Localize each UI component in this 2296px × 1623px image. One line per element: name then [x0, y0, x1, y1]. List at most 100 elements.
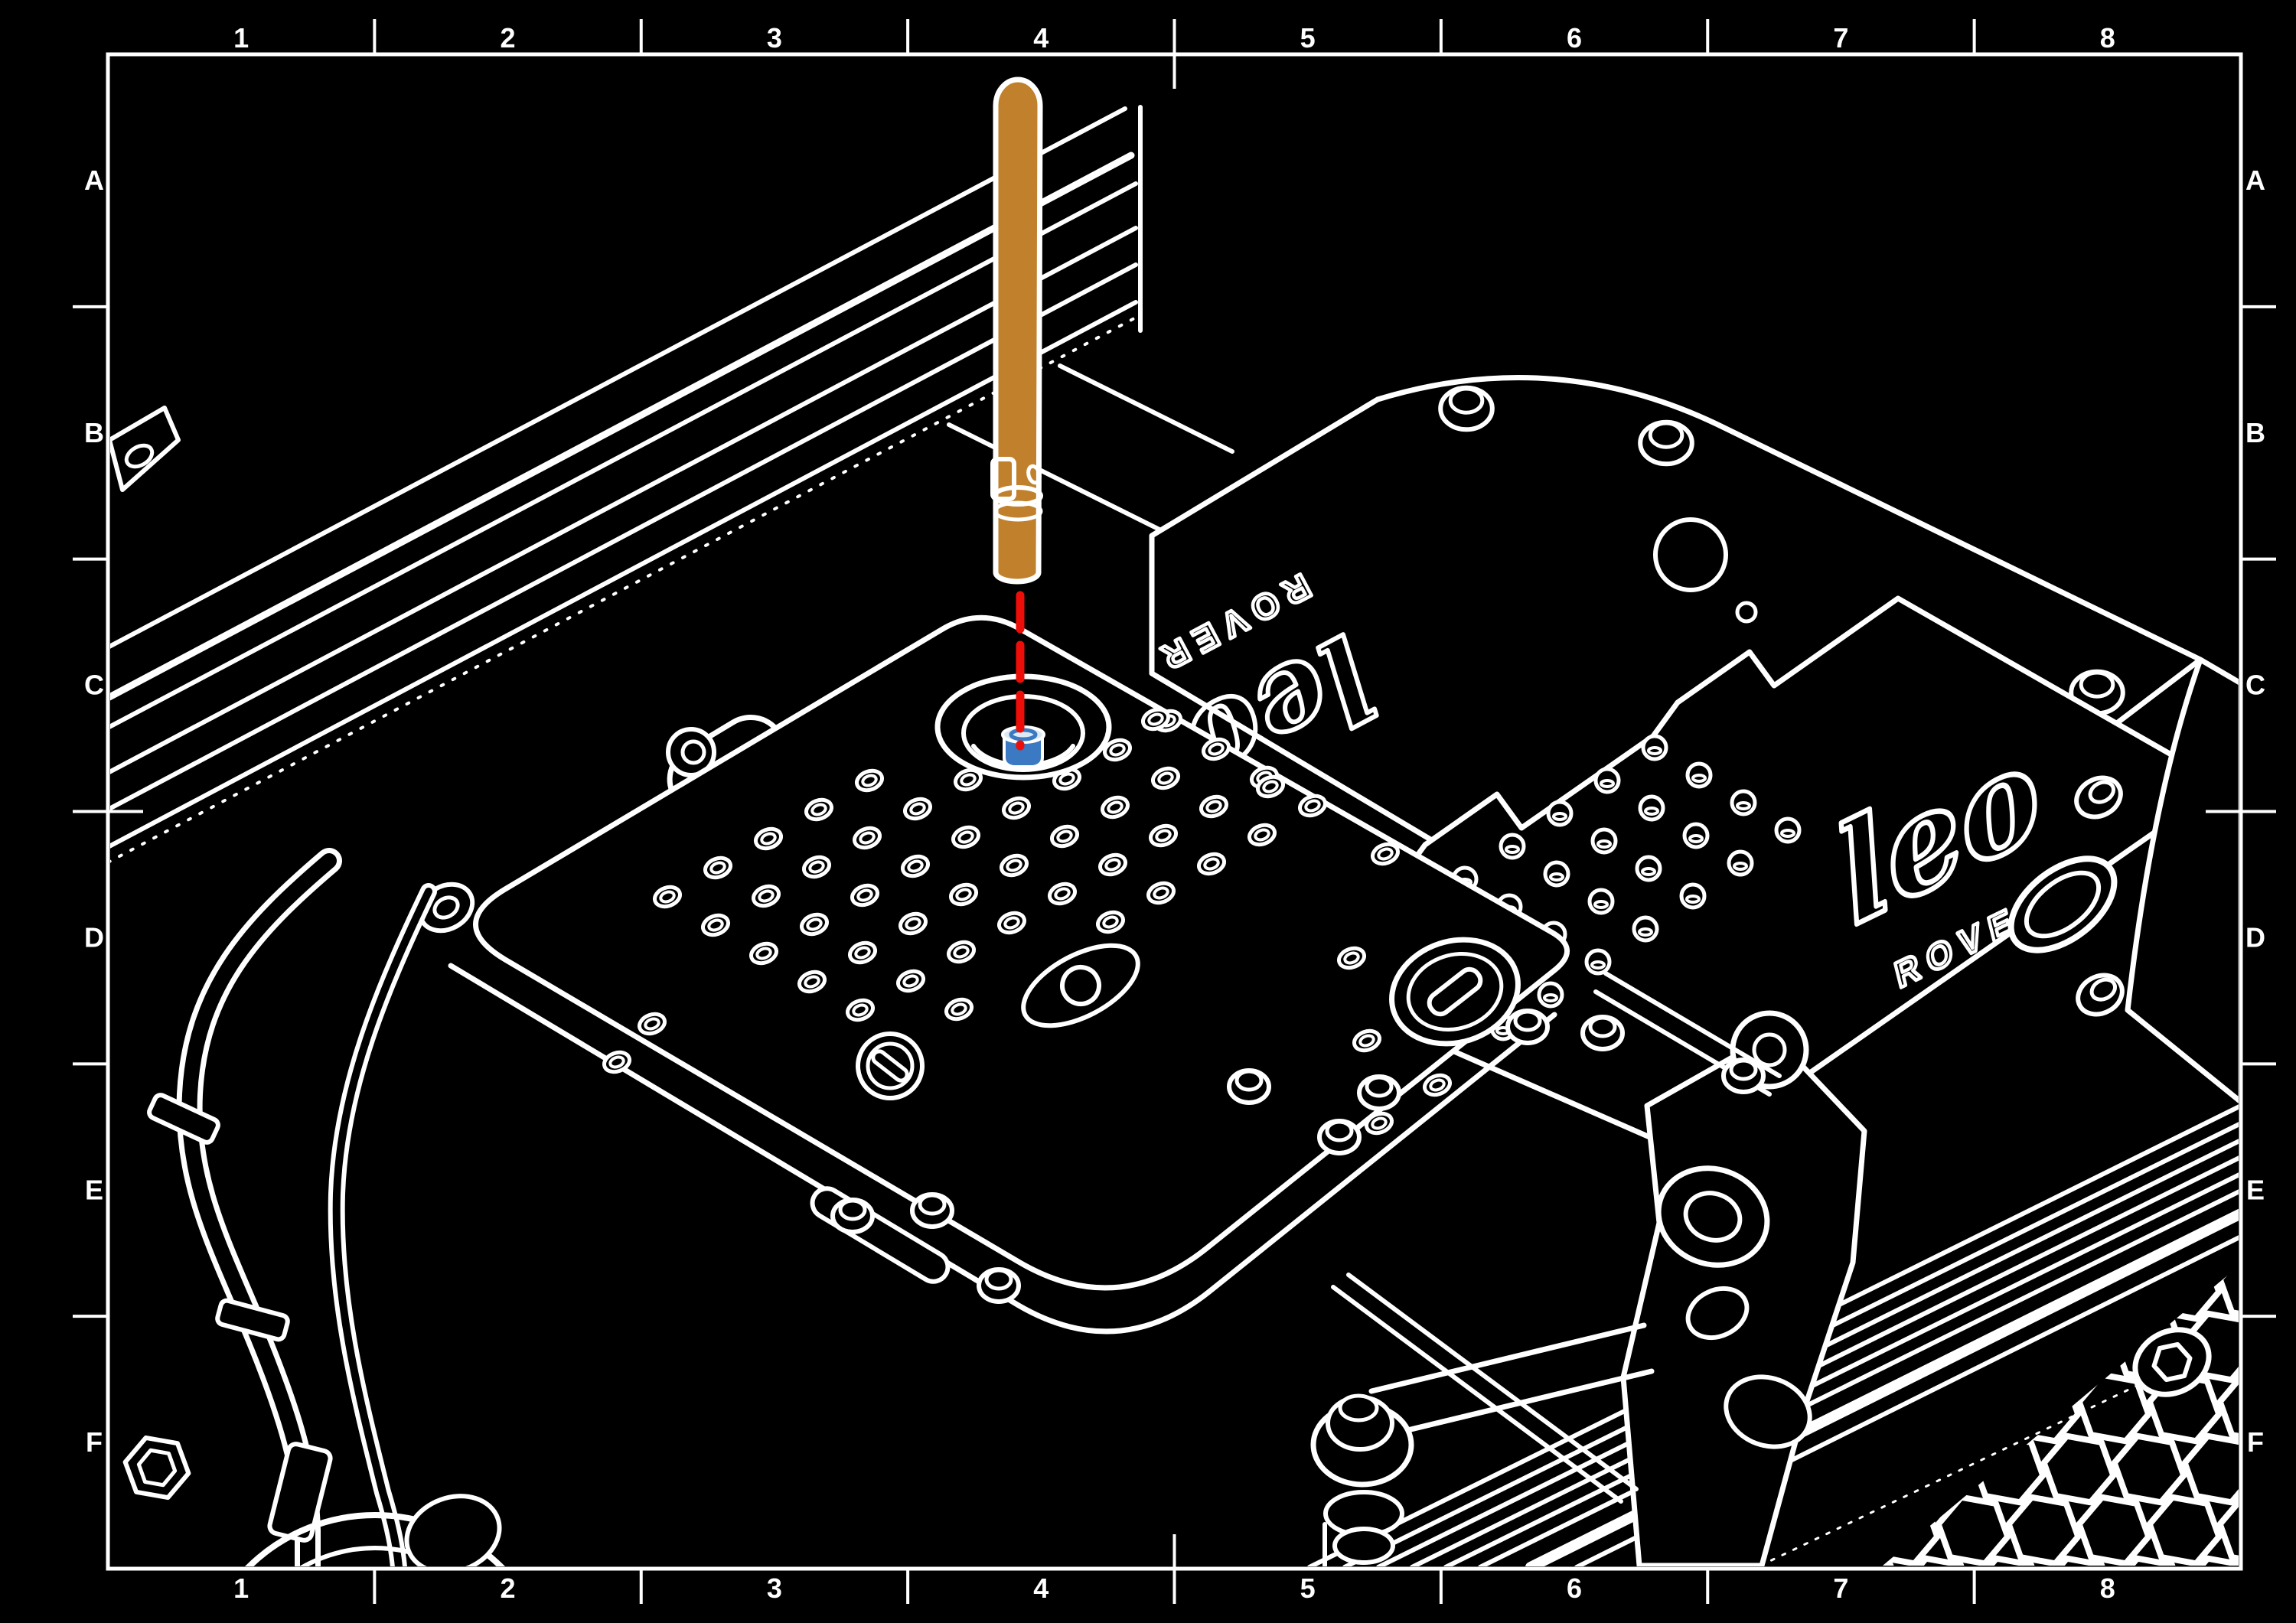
cover-hole-shadow: [1780, 829, 1795, 838]
dome-screw: [1580, 1015, 1625, 1051]
tip-hole: [1026, 464, 1042, 485]
dome-screws: [830, 1009, 1766, 1304]
screw-hole-inner: [760, 832, 777, 846]
screw-hole-inner: [1203, 857, 1220, 871]
row-label: C: [2245, 670, 2265, 701]
cover-hole-shadow: [1505, 845, 1520, 854]
screw-hole-inner: [1262, 780, 1279, 794]
column-label: 6: [1567, 22, 1582, 54]
screw-hole-inner: [951, 1002, 967, 1016]
cable-tie: [147, 1093, 220, 1145]
screw-hole-inner: [644, 1017, 660, 1031]
tip-notch: [990, 457, 1016, 501]
screw-hole-inner: [1153, 886, 1169, 900]
rail-line: [1443, 1172, 2239, 1566]
screw-hole-inner: [758, 889, 775, 903]
screw-hole-inner: [1107, 800, 1124, 814]
column-label: 5: [1300, 22, 1316, 54]
side-oval-port: [2007, 855, 2118, 953]
cover-hole-shadow: [1600, 779, 1615, 788]
small-hole: [1735, 601, 1758, 624]
hex-screwdriver: [990, 77, 1043, 585]
screw-hole-inner: [1358, 1034, 1375, 1048]
hex-bolt-icon: [122, 1435, 191, 1501]
hex-tread-cell: [2146, 1494, 2223, 1566]
cover-hole-shadow: [1641, 867, 1656, 876]
screwdriver-shaft: [993, 77, 1043, 585]
screw-hole-inner: [810, 803, 827, 816]
hex-tread-cell: [2005, 1371, 2082, 1445]
hex-tread-cell: [1970, 1432, 2047, 1506]
rail-line: [110, 152, 1135, 701]
row-label: F: [2247, 1426, 2264, 1458]
row-label: E: [85, 1174, 103, 1205]
cover-hole-shadow: [1590, 960, 1606, 970]
dome-screw-cap: [918, 1193, 947, 1216]
screw-hole-inner: [808, 860, 825, 874]
cover-hole-shadow: [1647, 746, 1662, 755]
cover-hole-shadow: [1644, 807, 1659, 816]
screw-hole-inner: [859, 831, 876, 845]
screw-hole-inner: [1429, 1078, 1446, 1092]
plate-skirt: [448, 963, 1557, 1335]
screw-hole-inner: [806, 917, 823, 931]
dome-screw: [1505, 1009, 1550, 1045]
column-label: 2: [501, 22, 516, 54]
suspension-assembly: [1310, 971, 1867, 1566]
column-label: 8: [2100, 22, 2115, 54]
cable-bundle: [147, 848, 437, 1566]
screw-hole-inner: [1058, 772, 1075, 786]
obround-slot: [1021, 943, 1140, 1028]
rail-dotted-line: [110, 316, 1137, 863]
dome-screw: [1317, 1119, 1362, 1155]
dome-screw-cap: [838, 1198, 867, 1221]
hex-tread-cell: [2040, 1432, 2117, 1506]
cover-hole-shadow: [1593, 900, 1609, 909]
column-label: 2: [501, 1572, 516, 1604]
rail-line: [110, 226, 1138, 774]
hex-tread-cell: [1935, 1494, 2011, 1566]
cover-hole-shadow: [1685, 895, 1701, 904]
cover-hole-shadow: [1596, 839, 1612, 849]
ball-joint: [1310, 1393, 1414, 1565]
plate-hole-grid: [602, 707, 1452, 1136]
screw-hole-inner: [1054, 887, 1071, 901]
screw-hole-inner: [955, 888, 972, 901]
hex-tread-cell: [1883, 1555, 1906, 1566]
cover-hole-shadow: [1638, 927, 1653, 937]
screw-hole-inner: [1254, 828, 1270, 842]
row-label: F: [86, 1426, 103, 1458]
latch-screw: [1389, 937, 1521, 1047]
dome-screw-cap: [1448, 386, 1485, 415]
screw-hole-inner: [804, 975, 820, 989]
frame-ticks: [73, 19, 2276, 1604]
hex-tread-cell: [2111, 1432, 2187, 1506]
row-label: E: [2246, 1174, 2265, 1205]
shaft-collar: [993, 500, 1043, 522]
side-panel: [2007, 657, 2239, 1104]
rail-end-hole: [124, 443, 155, 469]
screw-hole-inner: [1377, 847, 1394, 861]
screw-hole-inner: [1304, 799, 1321, 813]
hex-tread-cell: [1970, 1555, 2047, 1566]
column-label: 7: [1833, 1572, 1848, 1604]
cover-hole-shadow: [1688, 834, 1704, 843]
dome-screw: [910, 1192, 954, 1229]
hex-tread-cell: [1900, 1555, 1976, 1566]
standoff-ring: [1653, 517, 1728, 592]
rail-line: [1478, 1189, 2239, 1566]
screw-hole-inner: [608, 1055, 625, 1069]
screw-hole-inner: [1104, 858, 1121, 872]
screw-hole-inner: [659, 890, 676, 904]
hex-tread-cell: [1883, 1494, 1941, 1566]
cover-hole-shadow: [1549, 872, 1564, 882]
plate-face: [473, 614, 1570, 1291]
screw-hole-inner: [960, 773, 977, 787]
column-label: 1: [233, 1572, 249, 1604]
cable-connector: [267, 1442, 333, 1543]
hex-tread-cell: [2040, 1555, 2117, 1566]
aluminium-rail-lines: [110, 106, 1138, 863]
hex-tread-cell: [2111, 1555, 2187, 1566]
